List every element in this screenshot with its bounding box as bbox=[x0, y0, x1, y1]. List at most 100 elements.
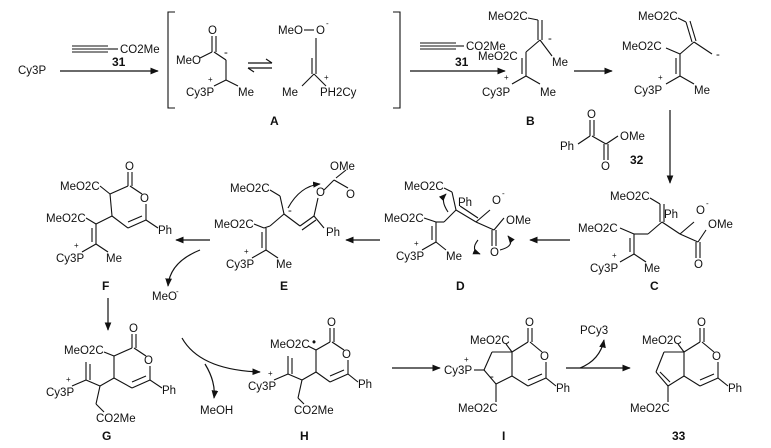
structure-A-ylide: MeO O - + Cy3P Me bbox=[176, 25, 254, 99]
svg-text:MeO2C: MeO2C bbox=[630, 403, 670, 415]
A1-minus: - bbox=[224, 47, 228, 59]
svg-text:Ph: Ph bbox=[326, 227, 340, 239]
alkyne-31-reagent-2: CO2Me bbox=[420, 41, 506, 53]
ketoester-32: Ph O O OMe bbox=[560, 109, 645, 173]
svg-text:-: - bbox=[490, 371, 494, 383]
svg-text:MeO2C: MeO2C bbox=[384, 213, 424, 225]
svg-text:O: O bbox=[587, 109, 596, 121]
svg-text:Ph: Ph bbox=[556, 383, 570, 395]
A2-ph2cy: PH2Cy bbox=[320, 87, 357, 99]
svg-text:-: - bbox=[326, 19, 329, 28]
compound-I-label: I bbox=[502, 429, 505, 443]
svg-text:-: - bbox=[502, 189, 505, 198]
A2-me: Me bbox=[282, 87, 298, 99]
structure-C: MeO2C Ph O - OMe O MeO2C + Cy3P Me bbox=[578, 191, 733, 275]
svg-text:Ph: Ph bbox=[358, 379, 372, 391]
structure-E: MeO2C - O OMe O Ph MeO2C + Cy3P Me bbox=[214, 161, 355, 271]
svg-text:O: O bbox=[492, 195, 501, 207]
svg-text:MeO2C: MeO2C bbox=[404, 181, 444, 193]
svg-text:O: O bbox=[144, 355, 153, 367]
compound-F-label: F bbox=[102, 279, 109, 293]
svg-text:Me: Me bbox=[446, 251, 462, 263]
compound-H-label: H bbox=[300, 429, 309, 443]
svg-text:MeO2C: MeO2C bbox=[470, 335, 510, 347]
svg-text:O: O bbox=[346, 189, 355, 201]
svg-text:MeO2C: MeO2C bbox=[638, 11, 678, 23]
svg-text:Cy3P: Cy3P bbox=[634, 85, 662, 97]
svg-text:MeO2C: MeO2C bbox=[214, 219, 254, 231]
svg-text:OMe: OMe bbox=[620, 131, 645, 143]
svg-text:MeO2C: MeO2C bbox=[610, 191, 650, 203]
svg-text:MeO2C: MeO2C bbox=[488, 11, 528, 23]
svg-text:MeO2C: MeO2C bbox=[230, 183, 270, 195]
svg-text:Cy3P: Cy3P bbox=[46, 387, 74, 399]
svg-text:O: O bbox=[601, 161, 610, 173]
svg-text:+: + bbox=[504, 73, 509, 82]
svg-text:Cy3P: Cy3P bbox=[482, 87, 510, 99]
svg-text:OMe: OMe bbox=[330, 161, 355, 173]
bracket-A bbox=[167, 11, 401, 109]
structure-F: MeO2C O O Ph MeO2C + Cy3P Me bbox=[46, 161, 172, 265]
structure-G: MeO2C O O Ph CO2Me + Cy3P bbox=[46, 323, 176, 425]
svg-text:Me: Me bbox=[644, 263, 660, 275]
svg-text:Ph: Ph bbox=[158, 225, 172, 237]
svg-text:Cy3P: Cy3P bbox=[248, 381, 276, 393]
compound-B-label: B bbox=[526, 114, 535, 128]
compound-33-label: 33 bbox=[672, 429, 686, 443]
svg-text:MeO2C: MeO2C bbox=[578, 223, 618, 235]
structure-I: MeO2C O O Ph - + Cy3P MeO2C bbox=[444, 317, 570, 415]
svg-text:+: + bbox=[612, 251, 617, 260]
svg-text:Ph: Ph bbox=[560, 141, 574, 153]
structure-B: MeO2C - Me MeO2C + Cy3P Me bbox=[478, 11, 568, 99]
compound-C-label: C bbox=[650, 279, 659, 293]
svg-text:+: + bbox=[244, 247, 249, 256]
structure-B-isomer: MeO2C - MeO2C + Cy3P Me bbox=[622, 11, 720, 97]
svg-text:Me: Me bbox=[694, 85, 710, 97]
svg-text:-: - bbox=[176, 287, 179, 296]
svg-text:O: O bbox=[525, 317, 534, 329]
svg-text:+: + bbox=[208, 75, 213, 84]
svg-text:-: - bbox=[716, 49, 720, 61]
svg-text:MeO2C: MeO2C bbox=[642, 335, 682, 347]
phosphine-leaving-label: PCy3 bbox=[580, 325, 608, 337]
svg-text:•: • bbox=[312, 337, 316, 349]
svg-text:-: - bbox=[706, 199, 709, 208]
structure-D: MeO2C Ph O - OMe O MeO2C + Cy3P Me bbox=[384, 181, 531, 263]
svg-text:O: O bbox=[694, 259, 703, 271]
compound-E-label: E bbox=[280, 279, 288, 293]
equilibrium-arrows bbox=[247, 58, 273, 73]
A1-meo: MeO bbox=[176, 55, 201, 67]
svg-text:Ph: Ph bbox=[664, 209, 678, 221]
svg-text:O: O bbox=[490, 247, 499, 259]
reagent-31-label: 31 bbox=[112, 55, 126, 69]
svg-text:+: + bbox=[464, 355, 469, 364]
svg-text:Cy3P: Cy3P bbox=[444, 365, 472, 377]
svg-text:O: O bbox=[316, 187, 325, 199]
svg-text:Ph: Ph bbox=[458, 197, 472, 209]
svg-text:O: O bbox=[140, 193, 149, 205]
start-cy3p-label: Cy3P bbox=[18, 65, 46, 77]
methoxide-label: MeO bbox=[152, 291, 177, 303]
structure-A-enolate: MeO O - Me + PH2Cy bbox=[278, 19, 357, 99]
svg-text:Ph: Ph bbox=[162, 385, 176, 397]
svg-text:O: O bbox=[327, 317, 336, 329]
svg-text:O: O bbox=[697, 317, 706, 329]
svg-text:Ph: Ph bbox=[728, 383, 742, 395]
reagent-32-label: 32 bbox=[630, 153, 644, 167]
svg-text:+: + bbox=[66, 375, 71, 384]
svg-text:Cy3P: Cy3P bbox=[396, 251, 424, 263]
compound-A-label: A bbox=[270, 114, 279, 128]
svg-text:O: O bbox=[129, 323, 138, 335]
svg-text:CO2Me: CO2Me bbox=[294, 405, 334, 417]
svg-text:+: + bbox=[74, 241, 79, 250]
A2-meo: MeO bbox=[278, 25, 303, 37]
svg-text:O: O bbox=[540, 351, 549, 363]
arrow-G-to-H bbox=[181, 337, 261, 376]
svg-text:MeO2C: MeO2C bbox=[46, 213, 86, 225]
compound-G-label: G bbox=[102, 429, 111, 443]
svg-text:Me: Me bbox=[552, 57, 568, 69]
svg-text:O: O bbox=[696, 205, 705, 217]
arrow-methanol-loss bbox=[204, 363, 219, 399]
svg-text:MeO2C: MeO2C bbox=[478, 51, 518, 63]
